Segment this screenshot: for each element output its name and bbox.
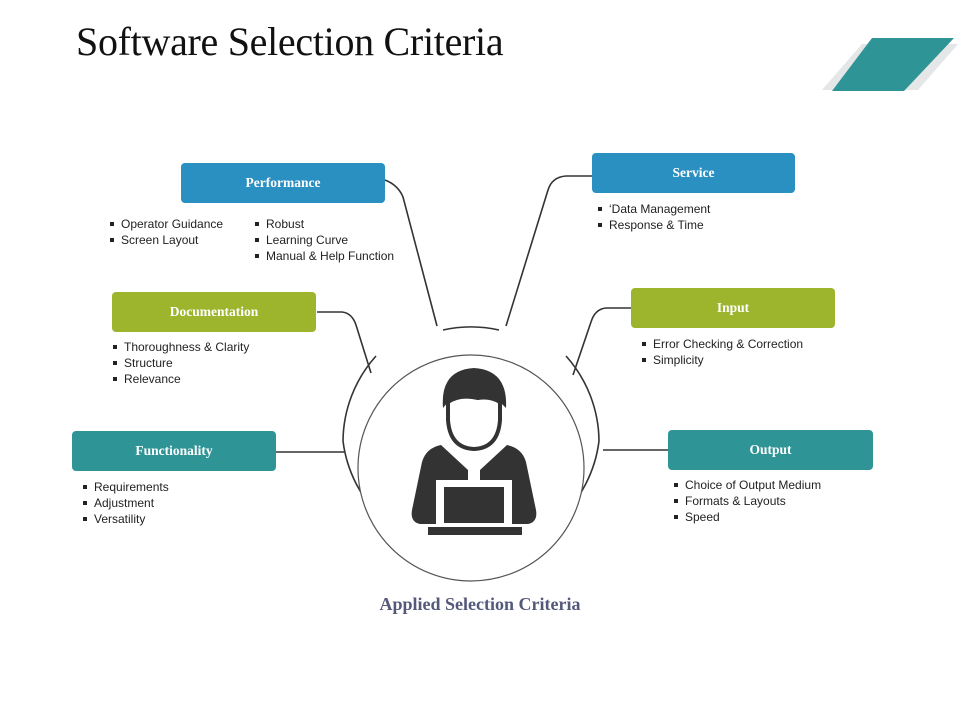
list-item: Adjustment bbox=[81, 495, 169, 511]
documentation-box: Documentation bbox=[112, 292, 316, 332]
list-item: Thoroughness & Clarity bbox=[111, 339, 249, 355]
documentation-label: Documentation bbox=[169, 304, 259, 319]
functionality-box: Functionality bbox=[72, 431, 276, 471]
list-item: Simplicity bbox=[640, 352, 803, 368]
diagram-caption: Applied Selection Criteria bbox=[379, 594, 581, 614]
performance-list-a: Operator Guidance Screen Layout bbox=[108, 216, 223, 248]
input-list: Error Checking & Correction Simplicity bbox=[640, 336, 803, 368]
list-item: Operator Guidance bbox=[108, 216, 223, 232]
input-box: Input bbox=[631, 288, 835, 328]
connector-input bbox=[572, 307, 631, 376]
page-title: Software Selection Criteria bbox=[76, 19, 504, 64]
list-item: Relevance bbox=[111, 371, 249, 387]
outer-ring-arc-top bbox=[442, 326, 500, 331]
list-item: Manual & Help Function bbox=[253, 248, 394, 264]
output-label: Output bbox=[749, 442, 792, 457]
connector-performance bbox=[384, 179, 438, 327]
list-item: Structure bbox=[111, 355, 249, 371]
connector-service bbox=[505, 175, 592, 327]
outer-ring-arc-right bbox=[565, 355, 600, 442]
performance-box: Performance bbox=[181, 163, 385, 203]
inner-ring bbox=[357, 354, 585, 582]
input-label: Input bbox=[716, 300, 750, 315]
list-item: Error Checking & Correction bbox=[640, 336, 803, 352]
outer-ring-arc-left bbox=[342, 355, 377, 442]
functionality-label: Functionality bbox=[135, 443, 213, 458]
documentation-list: Thoroughness & Clarity Structure Relevan… bbox=[111, 339, 249, 387]
performance-label: Performance bbox=[245, 175, 321, 190]
output-list: Choice of Output Medium Formats & Layout… bbox=[672, 477, 821, 525]
list-item: Robust bbox=[253, 216, 394, 232]
list-item: Learning Curve bbox=[253, 232, 394, 248]
list-item: Requirements bbox=[81, 479, 169, 495]
connector-documentation bbox=[317, 311, 372, 374]
list-item: ‘Data Management bbox=[596, 201, 710, 217]
list-item: Screen Layout bbox=[108, 232, 223, 248]
performance-list-b: Robust Learning Curve Manual & Help Func… bbox=[253, 216, 394, 264]
list-item: Response & Time bbox=[596, 217, 710, 233]
service-label: Service bbox=[672, 165, 715, 180]
service-list: ‘Data Management Response & Time bbox=[596, 201, 710, 233]
list-item: Speed bbox=[672, 509, 821, 525]
list-item: Formats & Layouts bbox=[672, 493, 821, 509]
functionality-list: Requirements Adjustment Versatility bbox=[81, 479, 169, 527]
list-item: Versatility bbox=[81, 511, 169, 527]
output-box: Output bbox=[668, 430, 873, 470]
list-item: Choice of Output Medium bbox=[672, 477, 821, 493]
service-box: Service bbox=[592, 153, 795, 193]
